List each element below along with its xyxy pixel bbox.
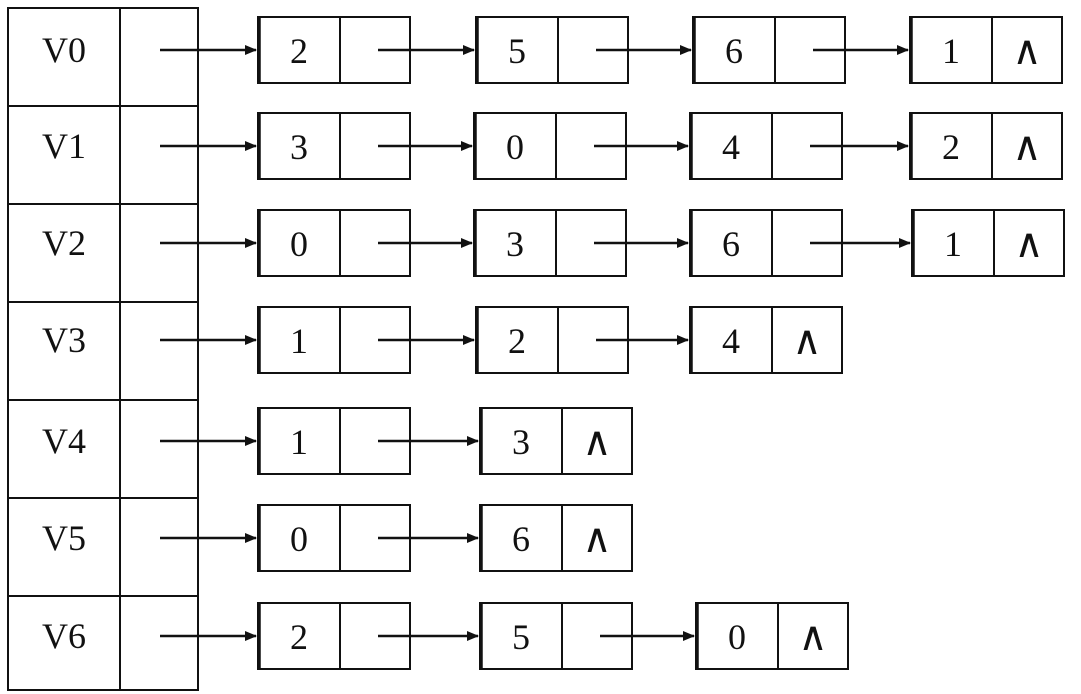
list-node: 6∧ — [479, 504, 633, 572]
list-node: 6 — [689, 209, 911, 277]
list-node: 2 — [257, 16, 475, 84]
adjacent-vertex-index: 3 — [506, 224, 524, 264]
null-pointer-icon: ∧ — [792, 318, 821, 363]
vertex-label: V0 — [42, 30, 86, 70]
list-node: 3 — [257, 112, 473, 180]
adjacent-vertex-index: 2 — [508, 321, 526, 361]
list-node: 1∧ — [911, 209, 1065, 277]
adjacent-vertex-index: 6 — [512, 519, 530, 559]
list-node: 5 — [479, 602, 695, 670]
list-node: 1 — [257, 407, 479, 475]
list-node: 2∧ — [909, 112, 1063, 180]
list-node: 4 — [689, 112, 909, 180]
list-node: 3 — [473, 209, 689, 277]
list-node: 2 — [475, 306, 689, 374]
adjacent-vertex-index: 5 — [512, 617, 530, 657]
list-node: 6 — [692, 16, 909, 84]
vertex-table-frame — [7, 7, 199, 691]
vertex-label: V6 — [42, 616, 86, 656]
adjacent-vertex-index: 5 — [508, 31, 526, 71]
null-pointer-icon: ∧ — [1012, 28, 1041, 73]
adjacent-vertex-index: 0 — [290, 519, 308, 559]
list-node: 0∧ — [695, 602, 849, 670]
adjacent-vertex-index: 0 — [506, 127, 524, 167]
adjacent-vertex-index: 1 — [290, 321, 308, 361]
null-pointer-icon: ∧ — [582, 516, 611, 561]
adjacent-vertex-index: 3 — [512, 422, 530, 462]
list-node: 0 — [257, 209, 473, 277]
null-pointer-icon: ∧ — [1014, 221, 1043, 266]
list-node: 1∧ — [909, 16, 1063, 84]
adjacent-vertex-index: 4 — [722, 127, 740, 167]
adjacent-vertex-index: 2 — [942, 127, 960, 167]
vertex-label: V2 — [42, 223, 86, 263]
list-node: 3∧ — [479, 407, 633, 475]
list-node: 1 — [257, 306, 475, 374]
list-node: 0 — [473, 112, 689, 180]
list-node: 2 — [257, 602, 479, 670]
adjacent-vertex-index: 6 — [725, 31, 743, 71]
list-node: 4∧ — [689, 306, 843, 374]
vertex-label: V3 — [42, 320, 86, 360]
adjacent-vertex-index: 0 — [290, 224, 308, 264]
adjacent-vertex-index: 0 — [728, 617, 746, 657]
vertex-label: V4 — [42, 421, 86, 461]
adjacent-vertex-index: 3 — [290, 127, 308, 167]
list-node: 5 — [475, 16, 692, 84]
vertex-label: V1 — [42, 126, 86, 166]
adjacent-vertex-index: 1 — [942, 31, 960, 71]
adjacent-vertex-index: 2 — [290, 31, 308, 71]
adjacent-vertex-index: 2 — [290, 617, 308, 657]
adjacent-vertex-index: 1 — [290, 422, 308, 462]
list-node: 0 — [257, 504, 479, 572]
adjacent-vertex-index: 1 — [944, 224, 962, 264]
null-pointer-icon: ∧ — [1012, 124, 1041, 169]
null-pointer-icon: ∧ — [798, 614, 827, 659]
adjacent-vertex-index: 4 — [722, 321, 740, 361]
adjacent-vertex-index: 6 — [722, 224, 740, 264]
null-pointer-icon: ∧ — [582, 419, 611, 464]
vertex-label: V5 — [42, 518, 86, 558]
